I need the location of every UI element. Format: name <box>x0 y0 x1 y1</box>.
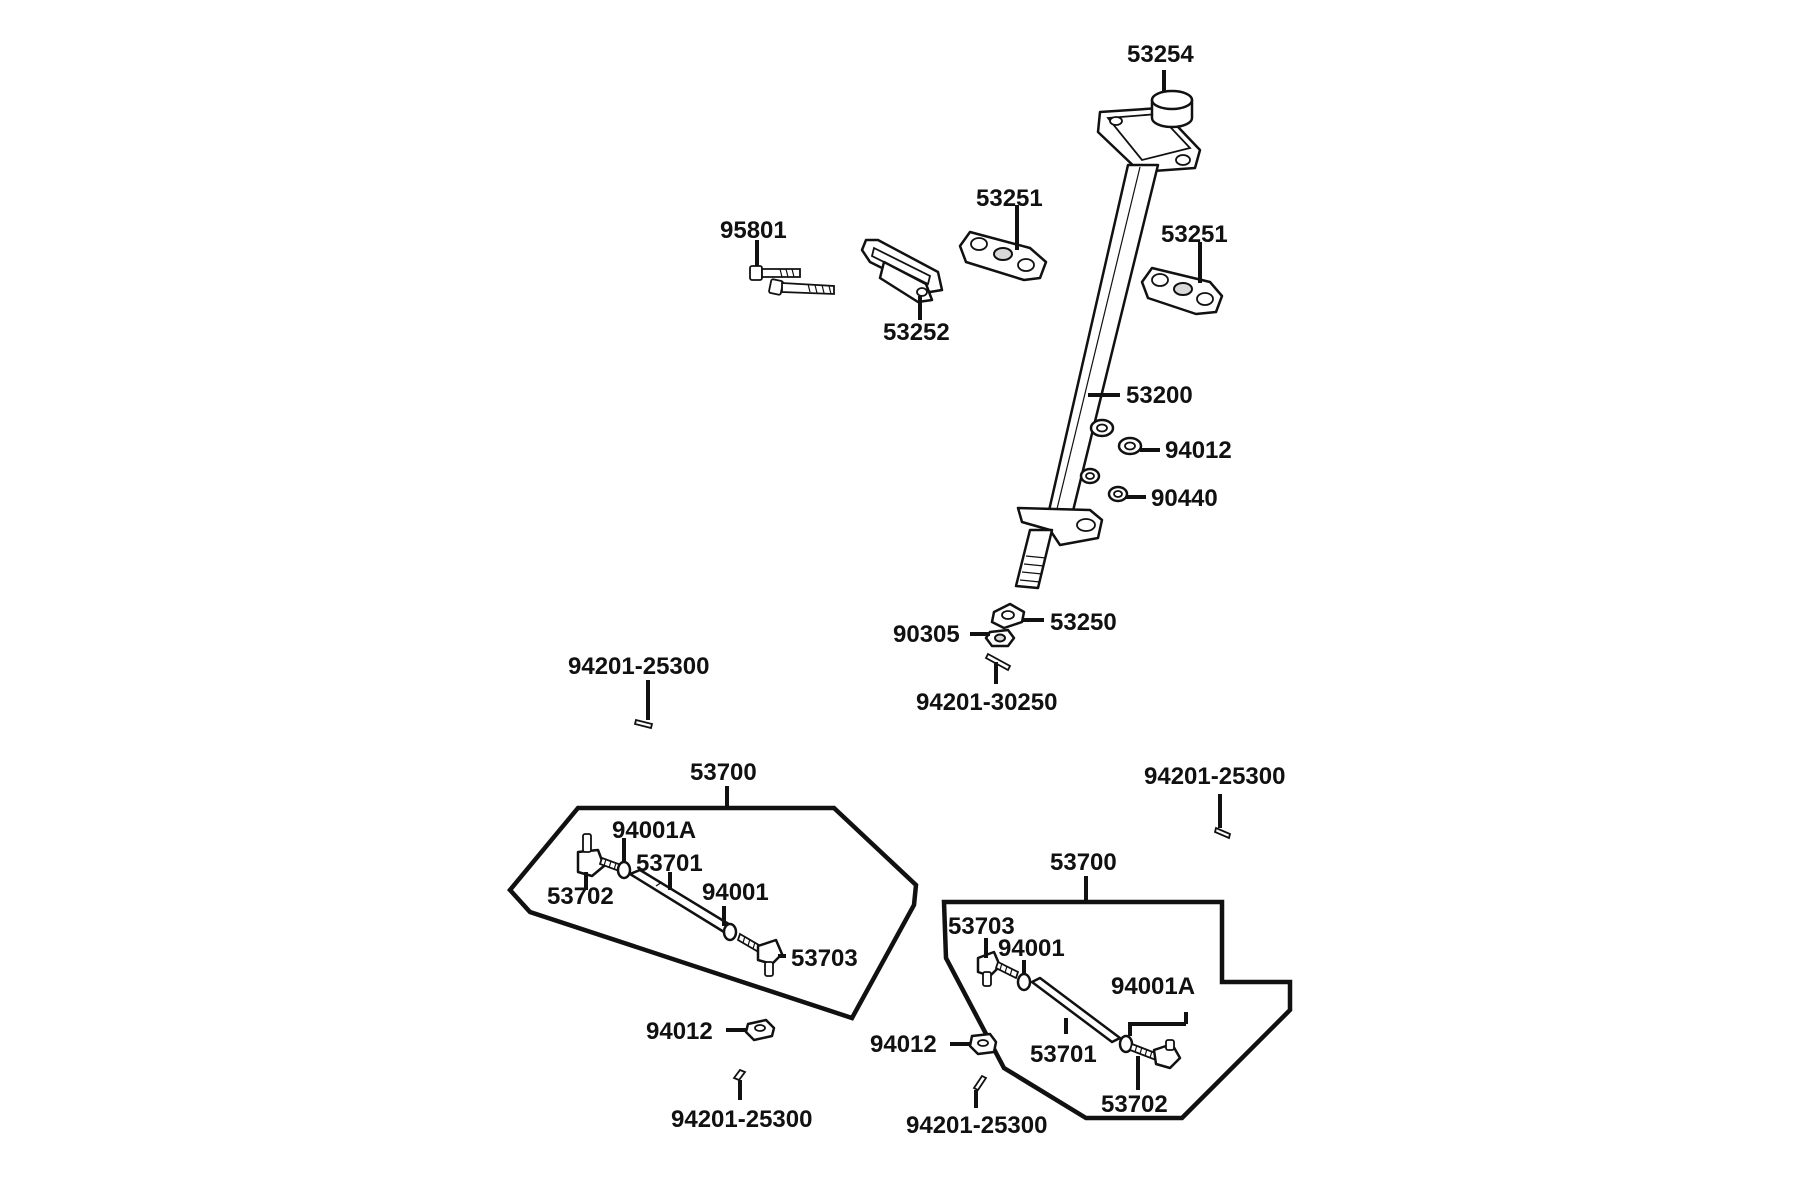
tie-rod-53701-right <box>976 950 1182 1070</box>
label-94001A-right: 94001A <box>1111 973 1195 1000</box>
label-90440: 90440 <box>1151 485 1218 512</box>
clamp-53251-left <box>958 230 1048 282</box>
nut-94012-bottomright <box>968 1032 998 1056</box>
label-53703-right: 53703 <box>948 913 1015 940</box>
assembly-outline-53700-left <box>507 805 919 1021</box>
label-94012-bottomleft: 94012 <box>646 1018 713 1045</box>
cotter-pin-94201-25300-bottomleft <box>732 1068 747 1082</box>
washers-90440 <box>1079 467 1129 503</box>
label-53702-left: 53702 <box>547 883 614 910</box>
label-53701-left: 53701 <box>636 850 703 877</box>
label-95801: 95801 <box>720 217 787 244</box>
label-94001A-left: 94001A <box>612 817 696 844</box>
cotter-pin-94201-25300-bottomright <box>972 1074 988 1092</box>
label-94201-30250: 94201-30250 <box>916 689 1057 716</box>
label-53252: 53252 <box>883 319 950 346</box>
cotter-pin-94201-25300-topleft <box>633 718 654 730</box>
assembly-outline-53700-right <box>941 899 1293 1121</box>
steering-shaft-53200 <box>1014 106 1202 590</box>
label-94012-upper: 94012 <box>1165 437 1232 464</box>
cotter-pin-94201-25300-topright <box>1213 826 1232 840</box>
bracket-53252 <box>860 238 944 304</box>
label-53701-right: 53701 <box>1030 1041 1097 1068</box>
nuts-94012-upper <box>1089 418 1143 456</box>
label-53251-right: 53251 <box>1161 221 1228 248</box>
label-53251-left: 53251 <box>976 185 1043 212</box>
label-90305: 90305 <box>893 621 960 648</box>
label-53703-left: 53703 <box>791 945 858 972</box>
nut-90305 <box>984 628 1016 648</box>
label-53702-right: 53702 <box>1101 1091 1168 1118</box>
label-94001-left: 94001 <box>702 879 769 906</box>
label-53700-right: 53700 <box>1050 849 1117 876</box>
clamp-53251-right <box>1140 266 1224 316</box>
label-53200: 53200 <box>1126 382 1193 409</box>
plate-53250 <box>990 602 1026 630</box>
leader-94001A-right <box>1128 1022 1186 1036</box>
bolts-95801 <box>749 265 835 296</box>
label-53700-left: 53700 <box>690 759 757 786</box>
label-53254: 53254 <box>1127 41 1194 68</box>
nut-94012-bottomleft <box>744 1018 776 1042</box>
label-94201-25300-bottomleft: 94201-25300 <box>671 1106 812 1133</box>
label-94001-right: 94001 <box>998 935 1065 962</box>
bushing-53254 <box>1150 89 1194 129</box>
label-94201-25300-bottomright: 94201-25300 <box>906 1112 1047 1139</box>
label-94012-bottomright: 94012 <box>870 1031 937 1058</box>
label-53250: 53250 <box>1050 609 1117 636</box>
label-94201-25300-topright: 94201-25300 <box>1144 763 1285 790</box>
label-94201-25300-topleft: 94201-25300 <box>568 653 709 680</box>
